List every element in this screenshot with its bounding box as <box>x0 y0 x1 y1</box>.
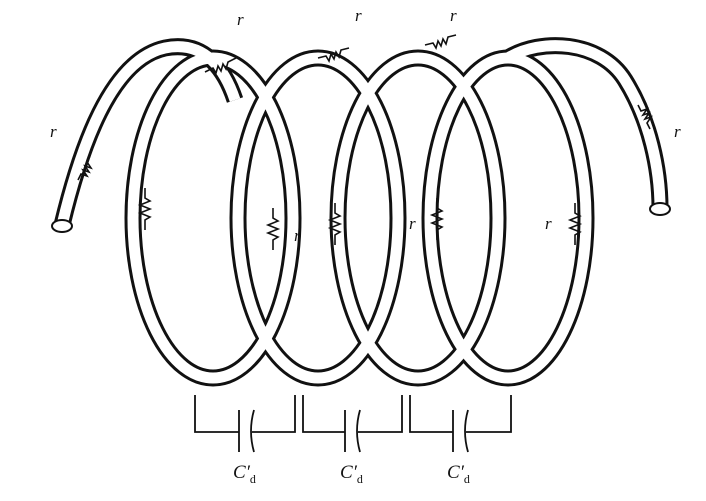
resistor-label: r <box>237 10 244 29</box>
right-tube-end <box>649 202 671 216</box>
capacitor-label: C′d <box>447 462 470 487</box>
capacitor-symbol: C <box>340 462 353 483</box>
capacitor-subscript: d <box>356 471 363 486</box>
resistor-label: r <box>409 214 416 233</box>
prime: ′ <box>245 462 250 483</box>
capacitor-2 <box>302 395 403 453</box>
resistor-turn-1-right <box>265 208 281 250</box>
resistor-turn-4 <box>567 203 583 245</box>
capacitor-subscript: d <box>249 471 256 486</box>
capacitor-3 <box>409 395 512 453</box>
resistor-left-tail <box>77 155 93 181</box>
capacitor-symbol: C <box>447 462 460 483</box>
resistor-label: r <box>545 214 552 233</box>
prime: ′ <box>352 462 357 483</box>
left-tube-end <box>51 219 73 233</box>
resistor-top-1 <box>204 57 237 75</box>
capacitor-subscript: d <box>463 471 470 486</box>
prime: ′ <box>459 462 464 483</box>
resistor-turn-2 <box>327 203 343 245</box>
capacitor-label: C′d <box>233 462 256 487</box>
resistor-turn-3 <box>429 198 445 240</box>
resistor-right-tail <box>637 104 653 130</box>
resistor-turn-1-left <box>137 188 153 230</box>
resistor-label: r <box>674 122 681 141</box>
resistor-label: r <box>355 6 362 25</box>
capacitor-label: C′d <box>340 462 363 487</box>
resistor-label: r <box>450 6 457 25</box>
capacitor-symbol: C <box>233 462 246 483</box>
resistor-label: r <box>50 122 57 141</box>
capacitor-1 <box>194 395 296 453</box>
resistor-top-3 <box>424 34 457 50</box>
resistor-label: r <box>294 226 301 245</box>
resistor-top-2 <box>317 47 350 63</box>
